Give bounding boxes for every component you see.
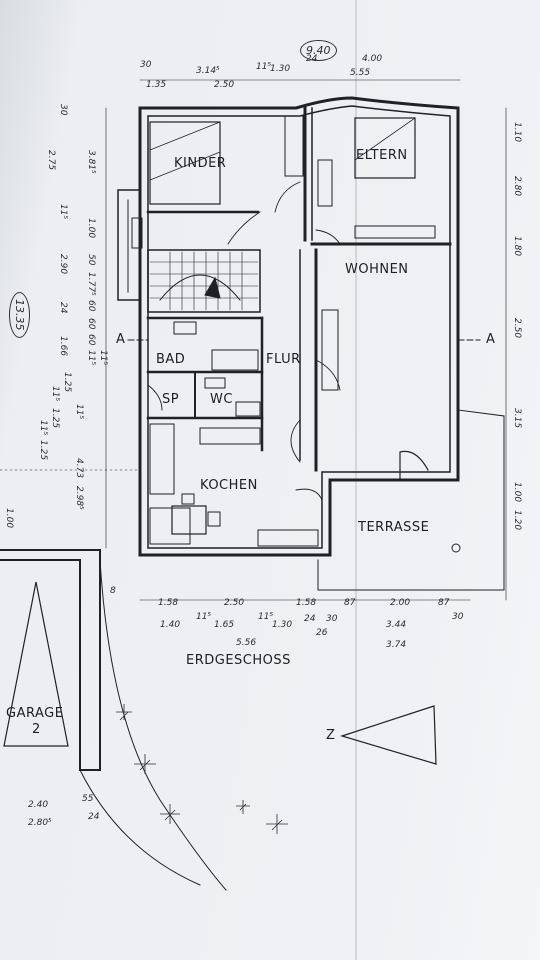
dim-garage: 24 (88, 812, 100, 822)
dim-left-inner: 60 (86, 334, 96, 346)
staircase (147, 249, 261, 313)
eltern-bed (354, 117, 416, 179)
dim-left: 11⁵ (74, 404, 84, 420)
dim-left-inner: 11⁵ (86, 350, 96, 366)
dim-left-inner: 60 (86, 318, 96, 330)
dim-left-inner: 11⁵ (38, 420, 48, 436)
dim-garage: 2.80⁵ (28, 818, 52, 828)
dim-bottom: 3.74 (386, 640, 407, 650)
dim-left: 1.66 (58, 336, 68, 357)
dim-left: 24 (58, 302, 68, 314)
dim-top: 24 (306, 54, 318, 64)
dim-garage: 8 (110, 586, 116, 596)
dim-bottom: 87 (344, 598, 356, 608)
dim-bottom: 11⁵ (196, 612, 212, 622)
room-eltern: ELTERN (356, 148, 408, 163)
dim-top: 11⁵ (256, 62, 272, 72)
dim-left: 11⁵ (58, 204, 68, 220)
dim-bottom: 2.50 (224, 598, 245, 608)
garage-number: 2 (32, 722, 41, 737)
north-marker: Z (326, 728, 336, 743)
dim-left-inner: 1.77⁵ (86, 272, 96, 296)
garden-path (99, 559, 227, 891)
dim-garage: 2.40 (28, 800, 49, 810)
dim-left-inner: 11⁵ (98, 350, 108, 366)
room-terrasse: TERRASSE (358, 520, 430, 535)
dim-left-inner: 60 (86, 300, 96, 312)
dim-left-inner: 1.00 (86, 218, 96, 239)
dim-top: 30 (140, 60, 152, 70)
room-kochen: KOCHEN (200, 478, 258, 493)
outer-walls (138, 96, 460, 557)
garage-walls (0, 549, 101, 771)
dim-bottom: 30 (452, 612, 464, 622)
dim-left: 2.98⁵ (74, 486, 84, 510)
dim-bottom: 1.40 (160, 620, 181, 630)
dim-left: 2.75 (46, 150, 56, 171)
circled-dimension-left: 13.35 (9, 292, 30, 338)
dim-top: 5.55 (350, 68, 371, 78)
dim-right: 1.80 (512, 236, 522, 257)
dim-garage: 55 (82, 794, 94, 804)
dim-bottom: 3.44 (386, 620, 407, 630)
north-arrow (339, 705, 437, 765)
room-wohnen: WOHNEN (345, 262, 409, 277)
dim-right: 1.20 (512, 510, 522, 531)
section-marker-left: A (116, 332, 126, 347)
circled-dimension-top: 9.40 (300, 40, 337, 61)
dim-bottom: 87 (438, 598, 450, 608)
dim-left: 30 (58, 104, 68, 116)
dim-top: 4.00 (362, 54, 383, 64)
room-sp: SP (162, 392, 180, 407)
room-garage: GARAGE (6, 706, 64, 721)
dim-top: 3.14⁵ (196, 66, 220, 76)
dim-bottom: 1.58 (158, 598, 179, 608)
room-flur: FLUR (266, 352, 301, 367)
inner-outer-walls (147, 105, 451, 549)
dim-bottom: 1.65 (214, 620, 235, 630)
dim-bottom: 26 (316, 628, 328, 638)
dim-left-inner: 1.25 (50, 408, 60, 429)
dim-bottom: 11⁵ (258, 612, 274, 622)
room-kinder: KINDER (174, 156, 227, 171)
dim-bottom: 1.30 (272, 620, 293, 630)
dim-bottom: 1.58 (296, 598, 317, 608)
dim-left-inner: 3.81⁵ (86, 150, 96, 174)
dim-bottom: 5.56 (236, 638, 257, 648)
dim-bottom: 24 (304, 614, 316, 624)
dim-right: 1.10 (512, 122, 522, 143)
kinder-bed (149, 121, 221, 205)
garage-ramp (3, 581, 69, 747)
dim-left: 1.00 (4, 508, 14, 529)
section-marker-right: A (486, 332, 496, 347)
dim-left: 2.90 (58, 254, 68, 275)
dim-left-inner: 1.25 (62, 372, 72, 393)
dim-bottom: 30 (326, 614, 338, 624)
dim-top: 1.30 (270, 64, 291, 74)
dim-top: 2.50 (214, 80, 235, 90)
dim-top: 1.35 (146, 80, 167, 90)
dim-bottom: 2.00 (390, 598, 411, 608)
floor-title: ERDGESCHOSS (186, 653, 291, 668)
dim-right: 2.50 (512, 318, 522, 339)
room-bad: BAD (156, 352, 186, 367)
dim-left-inner: 50 (86, 254, 96, 266)
terrasse-outline (317, 409, 505, 591)
dim-right: 1.00 (512, 482, 522, 503)
room-wc: WC (210, 392, 233, 407)
dim-left-inner: 11⁵ (50, 386, 60, 402)
dim-right: 2.80 (512, 176, 522, 197)
dim-left: 4.73 (74, 458, 84, 479)
dim-right: 3.15 (512, 408, 522, 429)
dim-left-inner: 1.25 (38, 440, 48, 461)
